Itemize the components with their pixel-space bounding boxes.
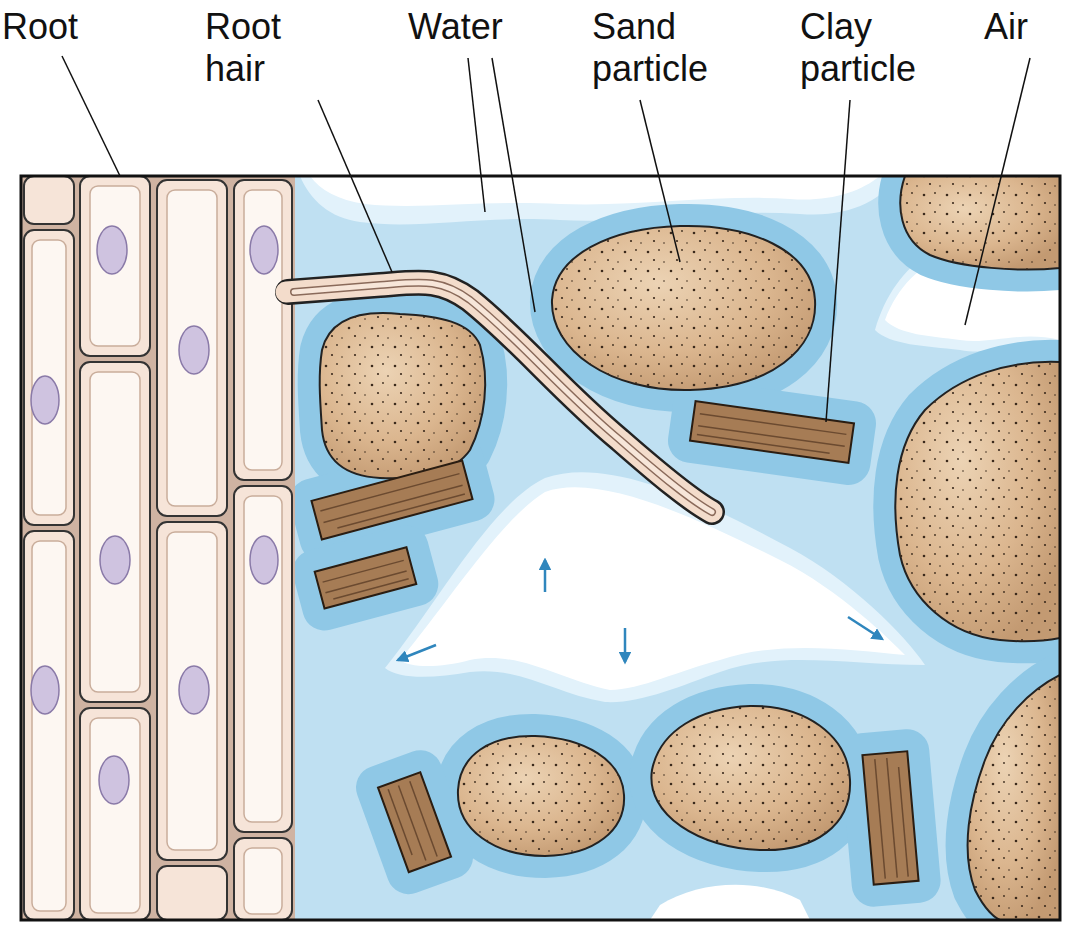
nucleus [31, 226, 278, 804]
root-tissue [22, 176, 295, 920]
root-hair [286, 283, 712, 512]
clay-particle [311, 401, 918, 885]
part-label: Water [408, 6, 558, 48]
frame [21, 176, 1060, 920]
leader-line [62, 56, 1030, 422]
part-label: Air [984, 6, 1068, 48]
part-label: Root hair [205, 6, 317, 90]
air-arrow [398, 560, 882, 662]
part-label: Sand particle [592, 6, 777, 90]
part-label: Root [2, 6, 132, 48]
part-label: Clay particle [800, 6, 985, 90]
